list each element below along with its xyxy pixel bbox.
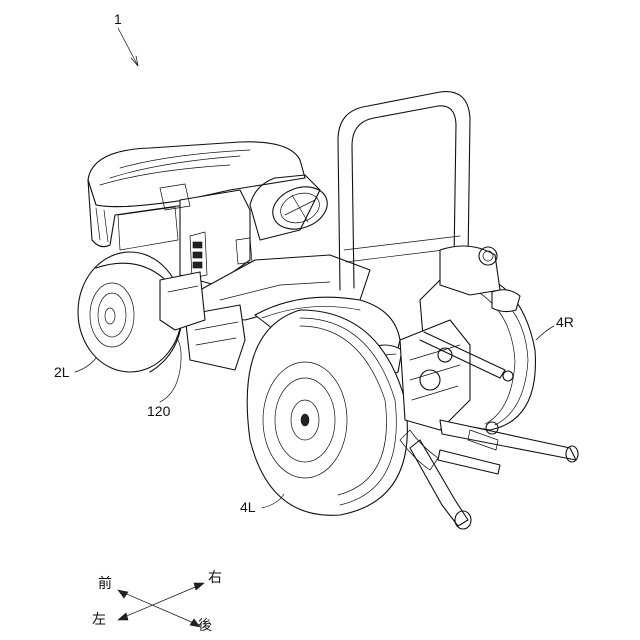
left-right-axis — [122, 585, 200, 618]
figure-number-label: 1 — [114, 11, 122, 27]
label-4R: 4R — [556, 314, 574, 330]
direction-indicator: 前 右 左 後 — [92, 570, 222, 634]
leader-4R — [536, 326, 554, 340]
label-120: 120 — [147, 403, 171, 419]
label-2L: 2L — [54, 364, 70, 380]
front-arrow-icon — [118, 590, 128, 598]
front-rear-axis — [122, 592, 196, 624]
direction-right-label: 右 — [208, 570, 222, 586]
direction-left-label: 左 — [92, 612, 106, 628]
direction-rear-label: 後 — [198, 618, 212, 634]
figure-number-arrow — [118, 28, 138, 66]
left-arrow-icon — [118, 613, 128, 620]
leader-2L — [75, 358, 96, 372]
label-4L: 4L — [240, 499, 256, 515]
right-arrow-icon — [194, 583, 204, 590]
direction-front-label: 前 — [98, 575, 112, 592]
